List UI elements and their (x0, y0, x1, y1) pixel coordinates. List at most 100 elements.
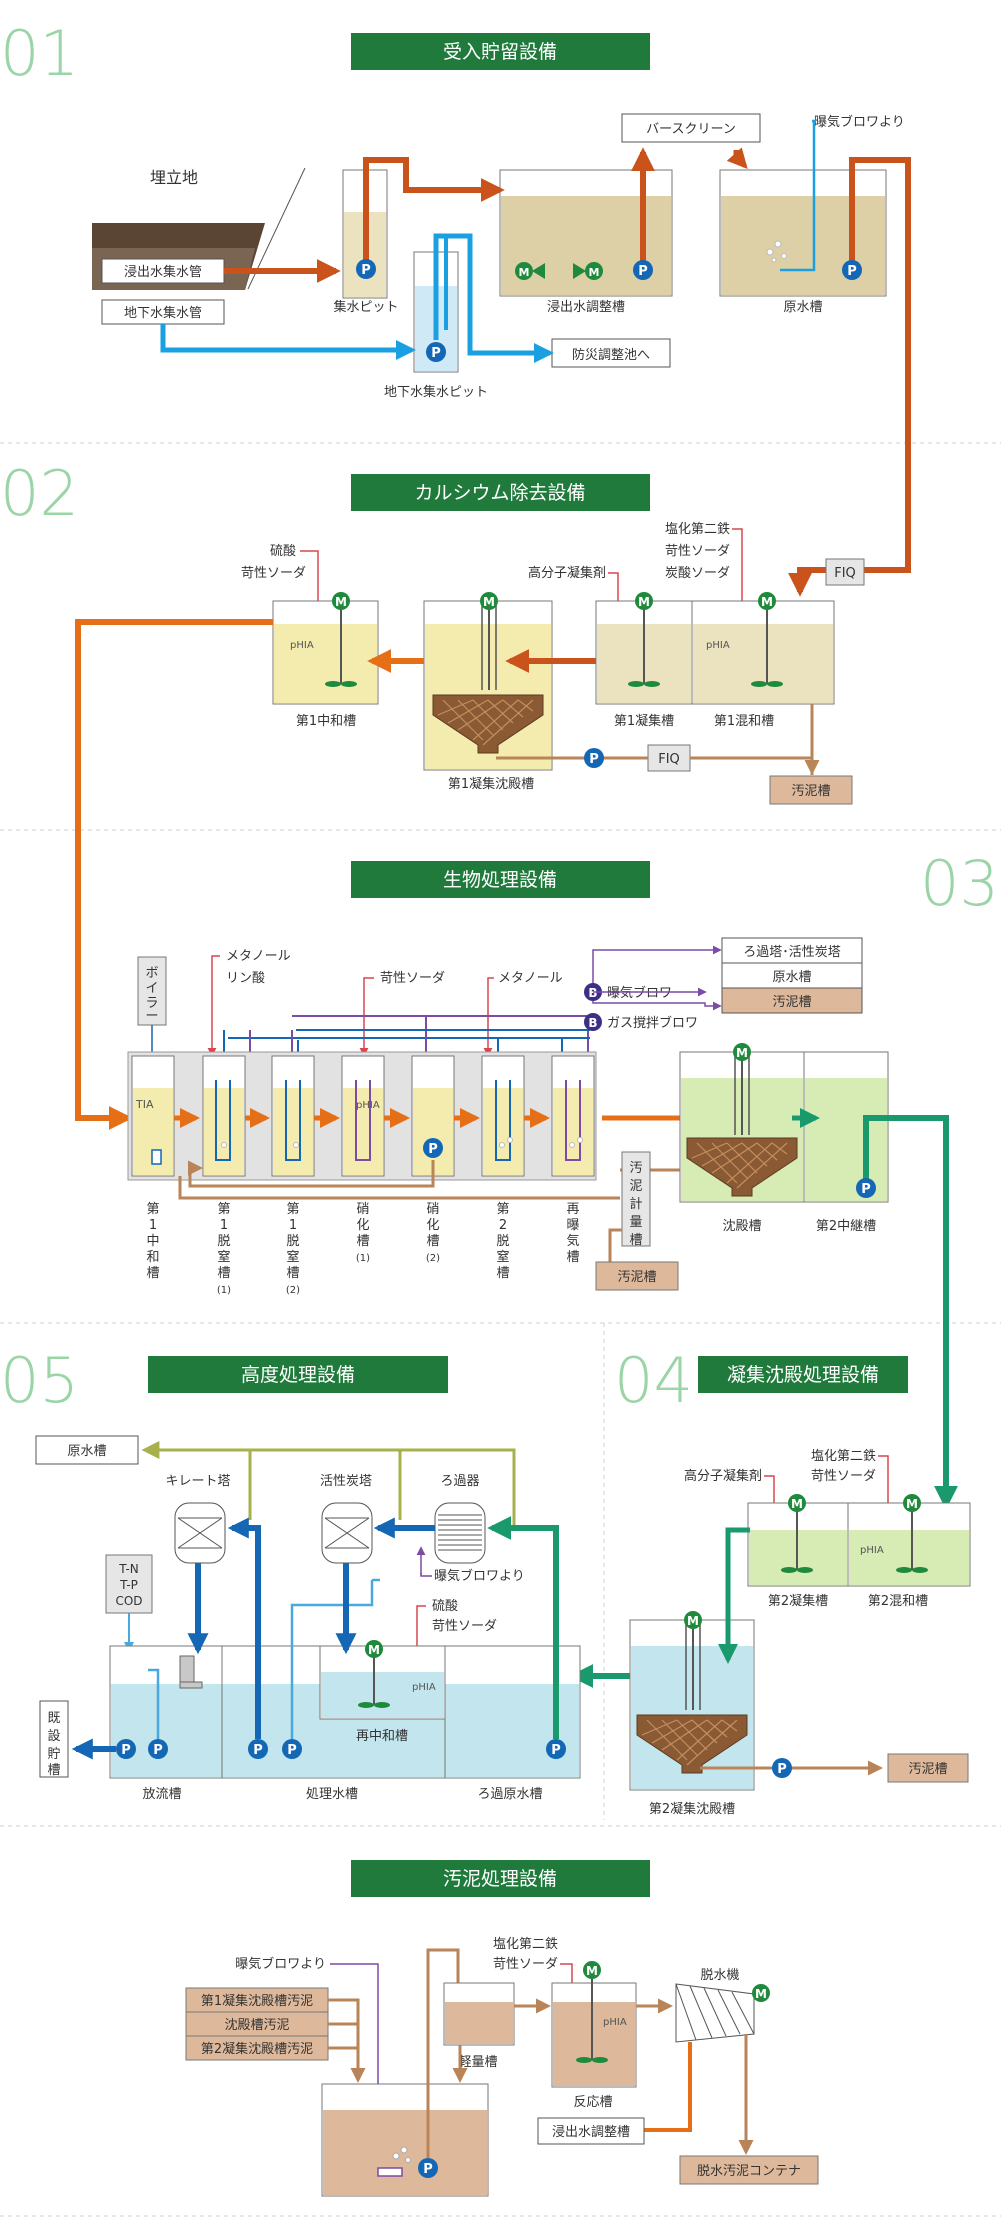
caustic-label-04: 苛性ソーダ (811, 1469, 876, 1484)
caustic-label-03: 苛性ソーダ (380, 971, 445, 986)
groundwater-pipe-label: 地下水集水管 (124, 305, 202, 321)
bar-screen-box (621, 113, 761, 143)
coag-tank-2-label: 第2凝集槽 (768, 1593, 828, 1609)
dewatering-machine (675, 1983, 755, 2043)
phia-label-06: pHIA (603, 2017, 627, 2028)
methanol2-label-03: メタノール (498, 971, 563, 986)
settling-tank-03-label: 沈殿槽 (722, 1219, 761, 1234)
phosphoric-label-03: リン酸 (226, 971, 265, 986)
mix-tank-1-label: 第1混和槽 (714, 714, 774, 729)
section-number-03: 03 (920, 847, 999, 920)
chelate-label: キレート塔 (165, 1474, 230, 1489)
carbon-label: 活性炭塔 (320, 1474, 372, 1489)
analyzer-cod: COD (115, 1594, 142, 1608)
aeration-from-label-06: 曝気ブロワより (235, 1956, 326, 1972)
section-01-diagram: 埋立地 浸出水集水管 地下水集水管 集水ピット 地下水集水ピット 防災調整池へ … (92, 113, 911, 597)
section-title-02: カルシウム除去設備 (414, 482, 585, 504)
caustic-label-05: 苛性ソーダ (432, 1619, 497, 1634)
section-03-diagram: ボイラー メタノール リン酸 苛性ソーダ メタノール 曝気ブロワ ガス撹拌ブロワ… (127, 937, 958, 1510)
groundwater-pipe-box (101, 299, 225, 325)
section-number-02: 02 (0, 457, 79, 530)
mix-tank-2-label: 第2混和槽 (868, 1594, 928, 1609)
filter-label: ろ過器 (440, 1474, 479, 1489)
fiq-box-1 (825, 558, 865, 586)
sludge-tank-02-label: 汚泥槽 (791, 784, 830, 799)
section-header-03 (351, 861, 650, 898)
sludge-source-list (185, 1987, 329, 2061)
sulfuric-label-05: 硫酸 (432, 1599, 458, 1614)
analyzer-tn: T-N (118, 1562, 139, 1576)
sludge-tank-label-03: 汚泥槽 (772, 995, 811, 1010)
methanol-label-03: メタノール (226, 949, 291, 964)
sludge-source-1: 第1凝集沈殿槽汚泥 (201, 1993, 313, 2009)
section-number-01: 01 (0, 17, 79, 90)
section-number-05: 05 (0, 1344, 79, 1417)
svg-text:硝化槽(1): 硝化槽(1) (356, 1202, 370, 1264)
polymer-label-02: 高分子凝集剤 (528, 565, 606, 581)
groundwater-pit-label: 地下水集水ピット (384, 384, 488, 400)
adjust-tank-label-06: 浸出水調整槽 (552, 2125, 630, 2140)
adjust-tank-box-06 (537, 2117, 645, 2145)
dewater-label: 脱水機 (700, 1968, 739, 1983)
adjust-tank-label: 浸出水調整槽 (547, 300, 625, 315)
raw-tank-label: 原水槽 (783, 300, 822, 315)
carbon-tower (321, 1502, 373, 1564)
container-label: 脱水汚泥コンテナ (697, 2164, 801, 2179)
fiq-label-1: FIQ (834, 566, 856, 581)
aeration-bubbles (766, 240, 787, 263)
filter-raw-label: ろ過原水槽 (477, 1787, 542, 1802)
phia-label-04: pHIA (860, 1545, 884, 1556)
carbonate-label-02: 炭酸ソーダ (665, 566, 730, 581)
ferric-label-02: 塩化第二鉄 (665, 522, 730, 537)
section-title-05: 高度処理設備 (241, 1364, 355, 1386)
section-title-04: 凝集沈殿処理設備 (727, 1364, 879, 1386)
sludge-tank-box-04 (887, 1753, 969, 1783)
treated-label: 処理水槽 (306, 1787, 358, 1802)
existing-tank-box (39, 1700, 69, 1778)
sludge-meter-label: 汚泥計量槽 (629, 1161, 642, 1248)
section-header-04 (698, 1356, 908, 1393)
gas-blower-label: ガス撹拌ブロワ (607, 1015, 698, 1031)
filter-vessel (434, 1502, 486, 1564)
aeration-from-label-01: 曝気ブロワより (814, 114, 905, 130)
reaction-tank-label: 反応槽 (573, 2095, 612, 2110)
section-header-06 (351, 1860, 650, 1897)
neutral-tank-1-label: 第1中和槽 (296, 714, 356, 729)
section-05-diagram: 原水槽 キレート塔 活性炭塔 ろ過器 曝気ブロワより 硫酸 苛性ソーダ T-N … (35, 1435, 581, 1802)
raw-tank-box-05 (35, 1435, 139, 1465)
section-title-01: 受入貯留設備 (443, 41, 557, 63)
svg-text:再曝気槽: 再曝気槽 (566, 1202, 579, 1265)
polymer-label-04: 高分子凝集剤 (684, 1468, 762, 1484)
container-box (679, 2155, 819, 2185)
phia-label-05: pHIA (412, 1682, 436, 1693)
raw-tank-label-05: 原水槽 (67, 1444, 106, 1459)
leachate-pipe-box (101, 258, 225, 284)
ferric-label-04: 塩化第二鉄 (811, 1449, 876, 1464)
section-header-05 (148, 1356, 448, 1393)
raw-tank-label-03: 原水槽 (772, 970, 811, 985)
sludge-meter-box (621, 1151, 651, 1247)
svg-text:硝化槽(2): 硝化槽(2) (426, 1202, 440, 1264)
section-title-03: 生物処理設備 (443, 869, 557, 891)
svg-text:第1中和槽: 第1中和槽 (146, 1202, 159, 1281)
sludge-tank-02 (769, 775, 853, 805)
settling-tank-2-label: 第2凝集沈殿槽 (649, 1801, 735, 1817)
tia-label: TIA (135, 1098, 154, 1111)
phia-label-mix1: pHIA (706, 640, 730, 651)
boiler-label: ボイラー (145, 966, 158, 1024)
section-dividers (0, 442, 1001, 2217)
analyzer-tp: T-P (119, 1578, 138, 1592)
disaster-pond-label: 防災調整池へ (572, 347, 650, 363)
phia-label-03: pHIA (356, 1100, 380, 1111)
fiq-label-2: FIQ (658, 752, 680, 767)
disaster-pond-box (551, 338, 671, 368)
motor-valve-2: M (573, 262, 603, 280)
fiq-box-2 (647, 744, 691, 772)
sludge-tank2-box-03 (595, 1261, 679, 1291)
aeration-blower-label: 曝気ブロワ (607, 985, 672, 1001)
bar-screen-label: バースクリーン (646, 122, 736, 137)
chelate-tower (174, 1502, 226, 1564)
